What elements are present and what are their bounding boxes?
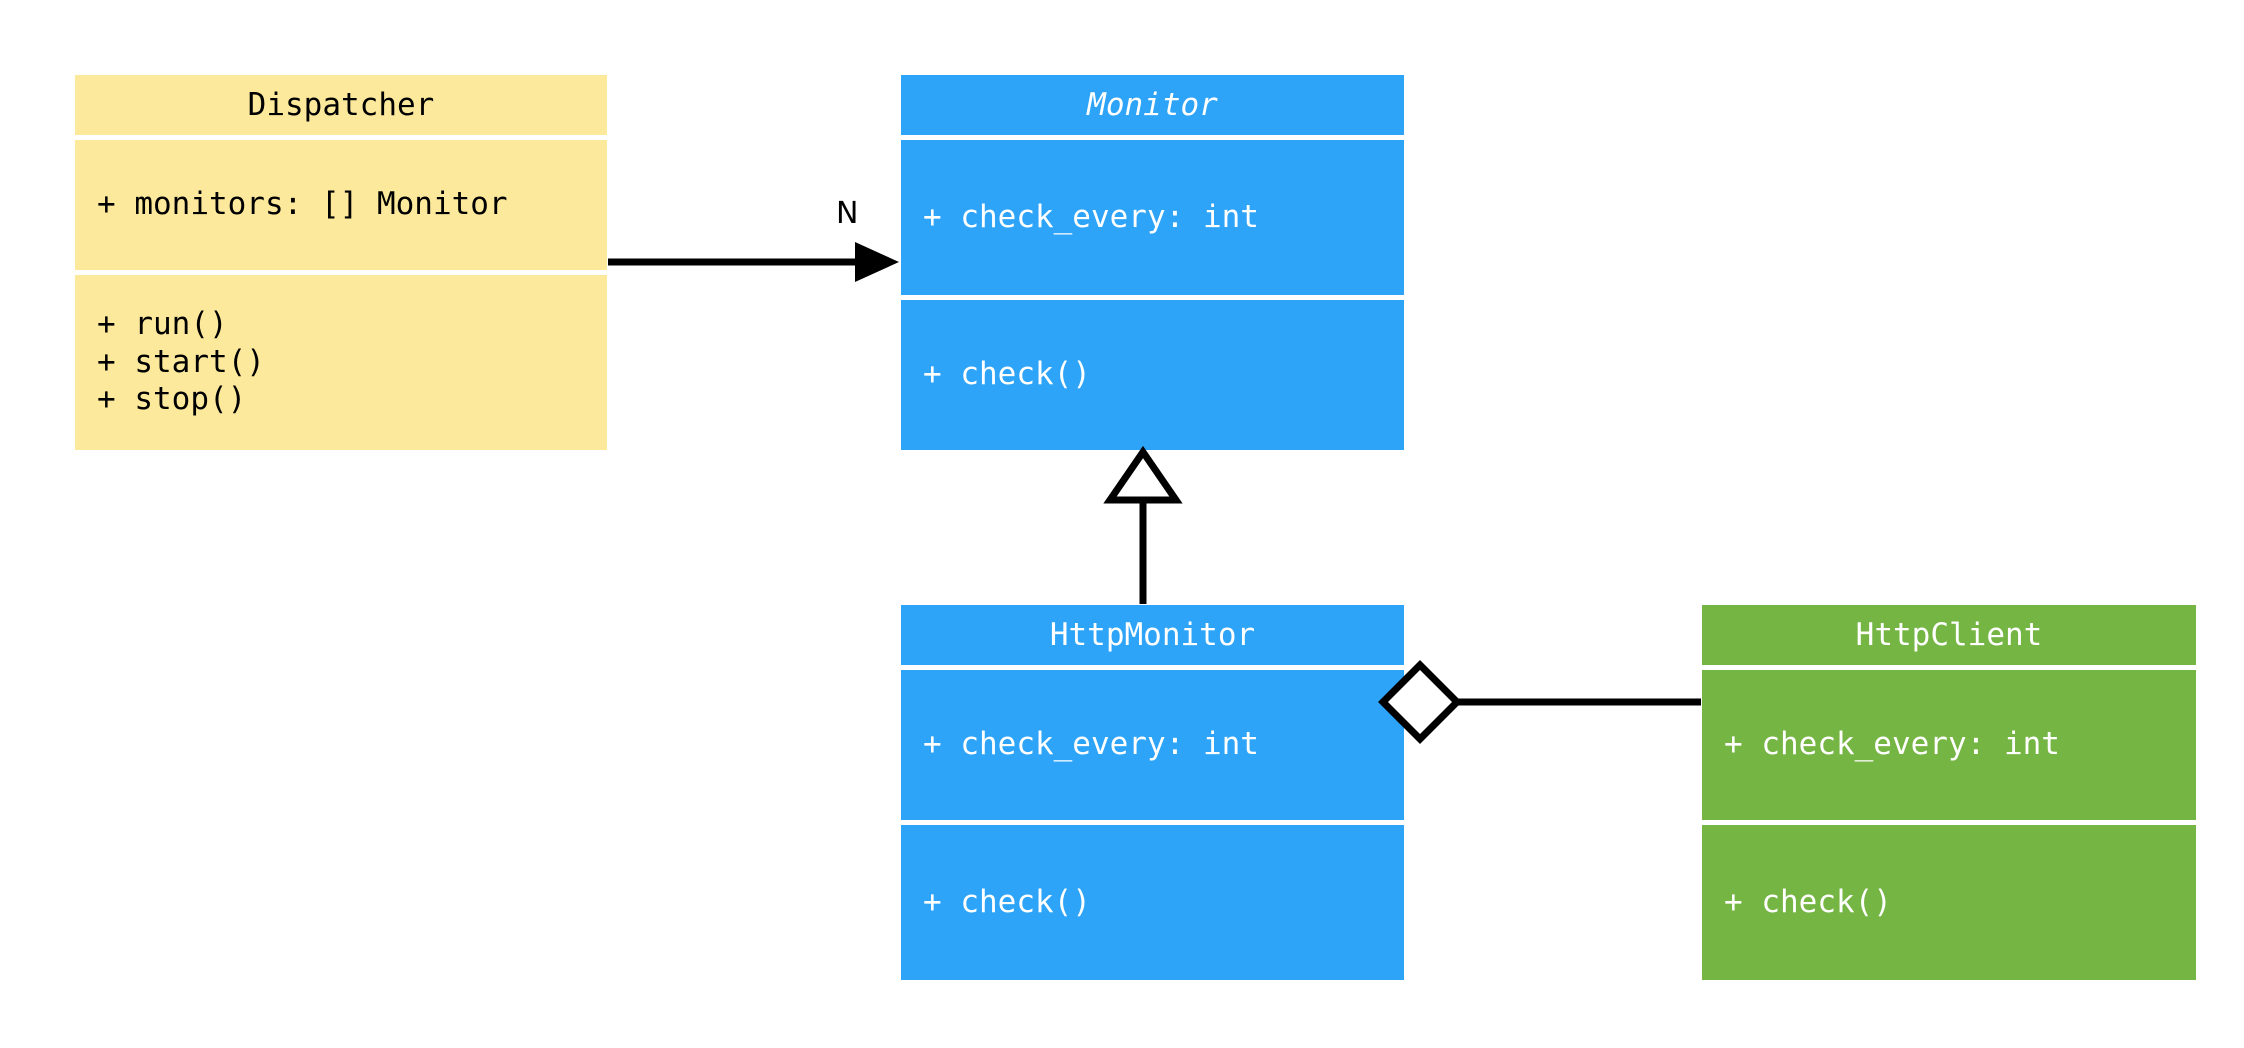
http-client-title-compartment: HttpClient (1702, 605, 2196, 665)
monitor-method: + check() (923, 356, 1091, 393)
dispatcher-title-compartment: Dispatcher (75, 75, 607, 135)
dispatcher-method: + stop() (97, 381, 247, 418)
monitor-attribute-list: + check_every: int (901, 199, 1404, 237)
dispatcher-class-name: Dispatcher (247, 86, 435, 123)
http-client-method-list: + check() (1702, 884, 2196, 922)
edge-dispatcher-to-monitor (608, 242, 899, 282)
monitor-class-name: Monitor (1087, 86, 1218, 123)
class-box-http-client[interactable]: HttpClient + check_every: int + check() (1702, 605, 2196, 980)
hollow-triangle-icon (1103, 445, 1183, 504)
monitor-attributes-compartment: + check_every: int (901, 140, 1404, 295)
http-monitor-methods-compartment: + check() (901, 825, 1404, 980)
dispatcher-method: + start() (97, 343, 265, 380)
class-box-monitor[interactable]: Monitor + check_every: int + check() (901, 75, 1404, 450)
edge-http-monitor-to-http-client (1378, 660, 1701, 744)
monitor-method-list: + check() (901, 356, 1404, 394)
dispatcher-method-list: + run() + start() + stop() (75, 306, 607, 419)
http-client-attribute-list: + check_every: int (1702, 726, 2196, 764)
http-monitor-title-compartment: HttpMonitor (901, 605, 1404, 665)
http-monitor-attributes-compartment: + check_every: int (901, 670, 1404, 820)
http-client-class-name: HttpClient (1855, 616, 2043, 653)
http-client-method: + check() (1724, 883, 1892, 920)
monitor-title-compartment: Monitor (901, 75, 1404, 135)
class-box-dispatcher[interactable]: Dispatcher + monitors: [] Monitor + run(… (75, 75, 607, 450)
edge-http-monitor-to-monitor (1103, 445, 1183, 604)
http-client-attributes-compartment: + check_every: int (1702, 670, 2196, 820)
dispatcher-method: + run() (97, 305, 228, 342)
filled-arrowhead-icon (855, 242, 899, 282)
monitor-methods-compartment: + check() (901, 300, 1404, 450)
monitor-attribute: + check_every: int (923, 198, 1259, 235)
edge-label-multiplicity-n: N (836, 196, 859, 231)
dispatcher-attribute: + monitors: [] Monitor (97, 186, 508, 223)
http-monitor-class-name: HttpMonitor (1049, 616, 1256, 653)
http-client-attribute: + check_every: int (1724, 726, 2060, 763)
http-client-methods-compartment: + check() (1702, 825, 2196, 980)
dispatcher-attributes-compartment: + monitors: [] Monitor (75, 140, 607, 270)
dispatcher-methods-compartment: + run() + start() + stop() (75, 275, 607, 450)
class-box-http-monitor[interactable]: HttpMonitor + check_every: int + check() (901, 605, 1404, 980)
http-monitor-method-list: + check() (901, 884, 1404, 922)
dispatcher-attribute-list: + monitors: [] Monitor (75, 186, 607, 224)
http-monitor-attribute-list: + check_every: int (901, 726, 1404, 764)
http-monitor-method: + check() (923, 883, 1091, 920)
http-monitor-attribute: + check_every: int (923, 726, 1259, 763)
